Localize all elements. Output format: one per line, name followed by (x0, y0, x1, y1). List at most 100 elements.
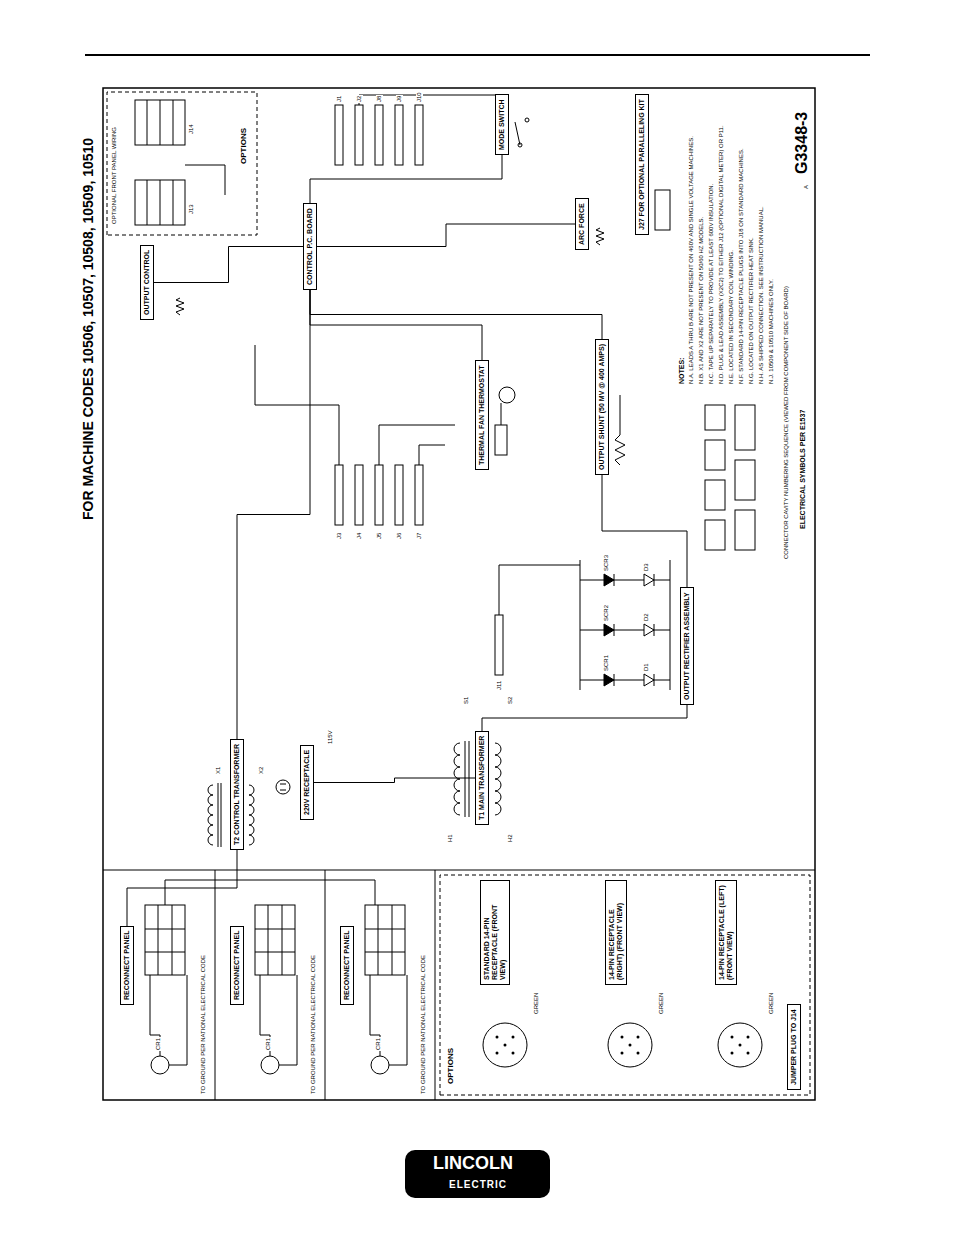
component-label: 14-PIN RECEPTACLE (LEFT) (FRONT VIEW) (718, 885, 734, 980)
note-text: N.G. LOCATED ON OUTPUT RECTIFIER HEAT SI… (748, 236, 755, 385)
component-box: T1 MAIN TRANSFORMER (475, 731, 489, 825)
diode-label: D3 (643, 562, 650, 572)
component-box: OUTPUT CONTROL (140, 245, 154, 320)
component-label: J27 FOR OPTIONAL PARALLELING KIT (638, 99, 646, 230)
note-text: N.B. X1 AND X2 ARE NOT PRESENT ON 50/60 … (698, 216, 705, 385)
ground-note: TO GROUND PER NATIONAL ELECTRICAL CODE (200, 954, 207, 1095)
component-label: 220V RECEPTACLE (303, 750, 311, 815)
wire-connector (482, 705, 687, 731)
note-text: N.A. LEADS A THRU B ARE NOT PRESENT ON 4… (688, 135, 695, 385)
scr-label: SCR2 (603, 604, 610, 622)
wire-label: X1 (215, 766, 222, 775)
component-label: ARC FORCE (578, 203, 586, 245)
component-label: JUMPER PLUG TO J14 (790, 1009, 798, 1085)
connector-label: J7 (416, 532, 423, 540)
wire-color-label: GREEN (768, 992, 775, 1015)
connector-label: J11 (496, 680, 503, 691)
component-box: T2 CONTROL TRANSFORMER (230, 739, 244, 850)
header-rule (0, 0, 954, 80)
diagram-title: FOR MACHINE CODES 10506, 10507, 10508, 1… (80, 138, 97, 520)
symbols-reference: ELECTRICAL SYMBOLS PER E1537 (799, 409, 807, 530)
component-label: STANDARD 14-PIN RECEPTACLE (FRONT VIEW) (483, 885, 507, 980)
component-label: 14-PIN RECEPTACLE (RIGHT) (FRONT VIEW) (608, 885, 624, 980)
drawing-number: G3348-3 (793, 111, 811, 175)
wire-label: H2 (507, 833, 514, 843)
component-box: JUMPER PLUG TO J14 (787, 1004, 801, 1090)
diode-label: D2 (643, 612, 650, 622)
note-text: N.H. AS SHIPPED CONNECTION. SEE INSTRUCT… (758, 205, 765, 385)
component-box: RECONNECT PANEL (120, 926, 134, 1005)
connector-label: J2 (356, 95, 363, 103)
connector-label: J4 (356, 532, 363, 540)
wire-connector (317, 224, 575, 247)
section-note: OPTIONAL FRONT PANEL WIRING (111, 126, 118, 225)
component-label: MODE SWITCH (498, 99, 506, 150)
component-box: STANDARD 14-PIN RECEPTACLE (FRONT VIEW) (480, 880, 510, 985)
cavity-caption: CONNECTOR CAVITY NUMBERING SEQUENCE (VIE… (783, 285, 790, 560)
component-box: 14-PIN RECEPTACLE (RIGHT) (FRONT VIEW) (605, 880, 627, 985)
contactor-label: CR1 (375, 1037, 382, 1051)
component-label: OUTPUT SHUNT (50 MV @ 400 AMPS) (598, 344, 606, 470)
wire-color-label: GREEN (533, 992, 540, 1015)
section-heading: OPTIONS (240, 127, 249, 165)
note-text: N.J. 10509 & 10510 MACHINES ONLY. (768, 278, 775, 385)
component-box: J27 FOR OPTIONAL PARALLELING KIT (635, 94, 649, 235)
note-text: N.D. PLUG & LEAD ASSEMBLY (X2C2) TO EITH… (718, 124, 725, 385)
component-label: THERMAL FAN THERMOSTAT (478, 365, 486, 465)
wire-connector (237, 290, 310, 739)
diode-label: D1 (643, 662, 650, 672)
connector-label: J14 (188, 123, 195, 135)
ground-note: TO GROUND PER NATIONAL ELECTRICAL CODE (420, 954, 427, 1095)
connector-label: J5 (376, 532, 383, 540)
wire-connector (154, 247, 303, 283)
connector-label: J8 (376, 95, 383, 103)
revision-letter: A (803, 184, 810, 190)
component-box: OUTPUT RECTIFIER ASSEMBLY (680, 587, 694, 705)
connector-label: J13 (188, 203, 195, 215)
scr-label: SCR3 (603, 554, 610, 572)
note-text: N.F. STANDARD 14-PIN RECEPTACLE PLUGS IN… (738, 147, 745, 385)
component-label: T2 CONTROL TRANSFORMER (233, 744, 241, 845)
wire-connector (310, 290, 482, 360)
notes-heading: NOTES: (678, 357, 686, 385)
contactor-label: CR1 (265, 1037, 272, 1051)
connector-label: J3 (336, 532, 343, 540)
connector-label: J1 (336, 95, 343, 103)
ground-note: TO GROUND PER NATIONAL ELECTRICAL CODE (310, 954, 317, 1095)
wire-connector (314, 778, 475, 783)
connector-label: J10 (416, 91, 423, 103)
scr-label: SCR1 (603, 654, 610, 672)
wire-label: 115V (327, 729, 334, 745)
wire-label: X2 (258, 766, 265, 775)
section-heading: OPTIONS (447, 1047, 456, 1085)
component-label: RECONNECT PANEL (343, 931, 351, 1000)
component-box: ARC FORCE (575, 198, 589, 250)
component-box: CONTROL P.C. BOARD (303, 203, 317, 290)
component-label: RECONNECT PANEL (123, 931, 131, 1000)
wire-label: S2 (507, 696, 514, 705)
component-label: OUTPUT RECTIFIER ASSEMBLY (683, 592, 691, 700)
wire-label: H1 (447, 833, 454, 843)
connector-label: J9 (396, 95, 403, 103)
contactor-label: CR1 (155, 1037, 162, 1051)
component-label: T1 MAIN TRANSFORMER (478, 736, 486, 820)
wire-connector (602, 475, 687, 587)
logo-text: ELECTRIC (448, 1179, 508, 1190)
note-text: N.C. TAPE UP SEPARATELY TO PROVIDE AT LE… (708, 183, 715, 385)
component-box: RECONNECT PANEL (340, 926, 354, 1005)
component-box: MODE SWITCH (495, 94, 509, 155)
wire-connector (310, 290, 602, 339)
component-box: 14-PIN RECEPTACLE (LEFT) (FRONT VIEW) (715, 880, 737, 985)
wire-color-label: GREEN (658, 992, 665, 1015)
connector-label: J6 (396, 532, 403, 540)
component-box: RECONNECT PANEL (230, 926, 244, 1005)
component-box: THERMAL FAN THERMOSTAT (475, 360, 489, 470)
component-box: 220V RECEPTACLE (300, 745, 314, 820)
component-box: OUTPUT SHUNT (50 MV @ 400 AMPS) (595, 339, 609, 475)
component-label: OUTPUT CONTROL (143, 250, 151, 315)
component-label: CONTROL P.C. BOARD (306, 208, 314, 285)
logo-text: LINCOLN (432, 1154, 514, 1174)
wire-connector (127, 850, 237, 926)
component-label: RECONNECT PANEL (233, 931, 241, 1000)
wire-connector (310, 155, 502, 203)
